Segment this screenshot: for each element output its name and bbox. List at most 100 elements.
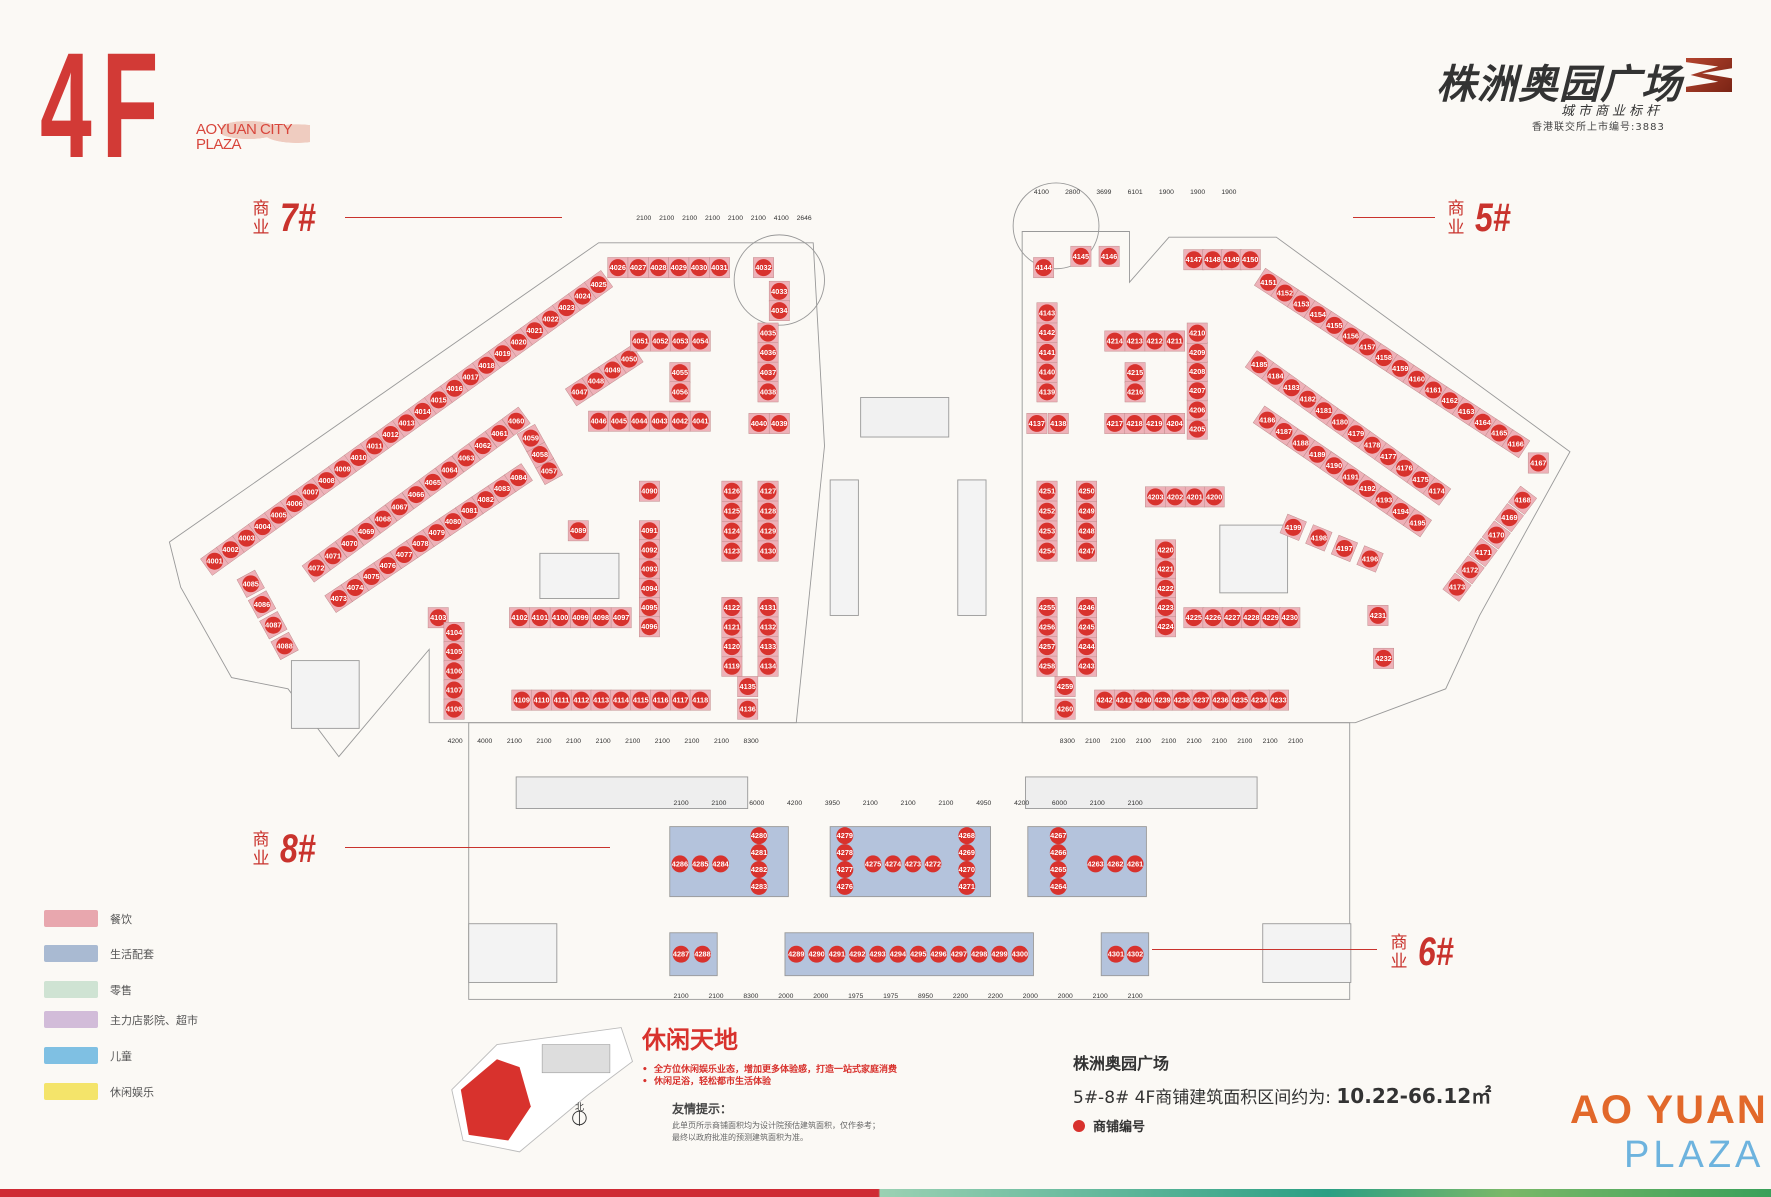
unit-4295[interactable]: 4295: [909, 945, 927, 963]
unit-4221[interactable]: 4221: [1155, 558, 1176, 580]
unit-4255[interactable]: 4255: [1036, 597, 1058, 618]
unit-4132[interactable]: 4132: [757, 616, 779, 638]
unit-4285[interactable]: 4285: [691, 855, 709, 873]
unit-4217[interactable]: 4217: [1104, 413, 1126, 434]
unit-4281[interactable]: 4281: [750, 844, 768, 862]
unit-4122[interactable]: 4122: [721, 597, 743, 618]
unit-4105[interactable]: 4105: [443, 641, 465, 662]
unit-4188[interactable]: 4188: [1286, 428, 1316, 458]
unit-4029[interactable]: 4029: [668, 257, 690, 279]
unit-4027[interactable]: 4027: [627, 257, 649, 279]
unit-4268[interactable]: 4268: [958, 827, 976, 845]
unit-4232[interactable]: 4232: [1373, 647, 1394, 669]
unit-4116[interactable]: 4116: [650, 689, 672, 711]
unit-4279[interactable]: 4279: [836, 827, 854, 845]
unit-4149[interactable]: 4149: [1221, 249, 1242, 271]
unit-4123[interactable]: 4123: [721, 540, 743, 562]
unit-4018[interactable]: 4018: [472, 350, 502, 380]
unit-4258[interactable]: 4258: [1036, 655, 1058, 677]
unit-4085[interactable]: 4085: [236, 569, 265, 598]
unit-4187[interactable]: 4187: [1269, 417, 1299, 446]
unit-4194[interactable]: 4194: [1386, 496, 1416, 526]
unit-4145[interactable]: 4145: [1070, 245, 1092, 267]
unit-4056[interactable]: 4056: [669, 381, 691, 403]
unit-4097[interactable]: 4097: [610, 607, 632, 629]
unit-4250[interactable]: 4250: [1076, 480, 1097, 502]
unit-4216[interactable]: 4216: [1124, 381, 1146, 403]
unit-4190[interactable]: 4190: [1319, 451, 1349, 481]
unit-4289[interactable]: 4289: [787, 945, 805, 963]
unit-4138[interactable]: 4138: [1047, 413, 1069, 434]
unit-4224[interactable]: 4224: [1155, 616, 1176, 638]
unit-4167[interactable]: 4167: [1527, 452, 1549, 474]
unit-4063[interactable]: 4063: [451, 443, 481, 473]
unit-4238[interactable]: 4238: [1171, 689, 1193, 711]
unit-4114[interactable]: 4114: [610, 689, 632, 711]
unit-4143[interactable]: 4143: [1036, 302, 1058, 324]
unit-4241[interactable]: 4241: [1113, 689, 1135, 711]
unit-4139[interactable]: 4139: [1036, 381, 1058, 403]
unit-4246[interactable]: 4246: [1076, 597, 1097, 618]
unit-4203[interactable]: 4203: [1145, 486, 1166, 508]
unit-4070[interactable]: 4070: [335, 529, 365, 559]
unit-4092[interactable]: 4092: [639, 539, 660, 561]
unit-4147[interactable]: 4147: [1183, 249, 1205, 271]
unit-4131[interactable]: 4131: [757, 597, 779, 618]
unit-4120[interactable]: 4120: [721, 636, 743, 658]
unit-4106[interactable]: 4106: [443, 660, 465, 682]
unit-4102[interactable]: 4102: [509, 607, 530, 629]
unit-4299[interactable]: 4299: [991, 945, 1009, 963]
unit-4230[interactable]: 4230: [1279, 607, 1301, 629]
unit-4095[interactable]: 4095: [639, 597, 660, 618]
unit-4292[interactable]: 4292: [848, 945, 866, 963]
unit-4298[interactable]: 4298: [970, 945, 988, 963]
unit-4037[interactable]: 4037: [757, 361, 779, 383]
unit-4186[interactable]: 4186: [1252, 405, 1282, 435]
unit-4301[interactable]: 4301: [1107, 945, 1125, 963]
unit-4237[interactable]: 4237: [1190, 689, 1212, 711]
unit-4030[interactable]: 4030: [688, 257, 710, 279]
unit-4127[interactable]: 4127: [757, 480, 779, 502]
unit-4135[interactable]: 4135: [737, 676, 759, 697]
unit-4086[interactable]: 4086: [247, 590, 277, 619]
unit-4089[interactable]: 4089: [567, 520, 589, 542]
unit-4061[interactable]: 4061: [484, 418, 515, 448]
unit-4144[interactable]: 4144: [1033, 257, 1055, 279]
unit-4129[interactable]: 4129: [757, 520, 779, 542]
unit-4069[interactable]: 4069: [351, 516, 381, 546]
unit-4035[interactable]: 4035: [757, 322, 779, 344]
unit-4113[interactable]: 4113: [590, 689, 612, 711]
unit-4111[interactable]: 4111: [551, 689, 572, 711]
unit-4140[interactable]: 4140: [1036, 361, 1058, 383]
unit-4242[interactable]: 4242: [1094, 689, 1116, 711]
unit-4110[interactable]: 4110: [531, 689, 553, 711]
unit-4214[interactable]: 4214: [1104, 330, 1126, 352]
unit-4297[interactable]: 4297: [950, 945, 968, 963]
unit-4252[interactable]: 4252: [1036, 500, 1058, 522]
unit-4260[interactable]: 4260: [1054, 698, 1076, 720]
unit-4103[interactable]: 4103: [427, 607, 449, 629]
unit-4248[interactable]: 4248: [1076, 520, 1097, 542]
unit-4278[interactable]: 4278: [836, 844, 854, 862]
unit-4126[interactable]: 4126: [721, 480, 743, 502]
unit-4146[interactable]: 4146: [1098, 245, 1120, 267]
unit-4264[interactable]: 4264: [1049, 877, 1068, 895]
unit-4257[interactable]: 4257: [1036, 636, 1058, 658]
unit-4196[interactable]: 4196: [1356, 545, 1384, 573]
unit-4204[interactable]: 4204: [1164, 413, 1186, 434]
unit-4243[interactable]: 4243: [1076, 655, 1097, 677]
unit-4101[interactable]: 4101: [529, 607, 551, 629]
unit-4107[interactable]: 4107: [443, 679, 465, 701]
unit-4244[interactable]: 4244: [1076, 636, 1097, 658]
unit-4118[interactable]: 4118: [689, 689, 711, 711]
unit-4234[interactable]: 4234: [1248, 689, 1270, 711]
unit-4276[interactable]: 4276: [836, 877, 854, 895]
unit-4282[interactable]: 4282: [750, 861, 768, 878]
unit-4253[interactable]: 4253: [1036, 520, 1058, 542]
unit-4263[interactable]: 4263: [1087, 855, 1105, 873]
unit-4036[interactable]: 4036: [757, 342, 779, 364]
unit-4287[interactable]: 4287: [672, 945, 690, 963]
unit-4062[interactable]: 4062: [468, 431, 498, 461]
unit-4300[interactable]: 4300: [1011, 945, 1029, 963]
unit-4271[interactable]: 4271: [958, 877, 976, 895]
